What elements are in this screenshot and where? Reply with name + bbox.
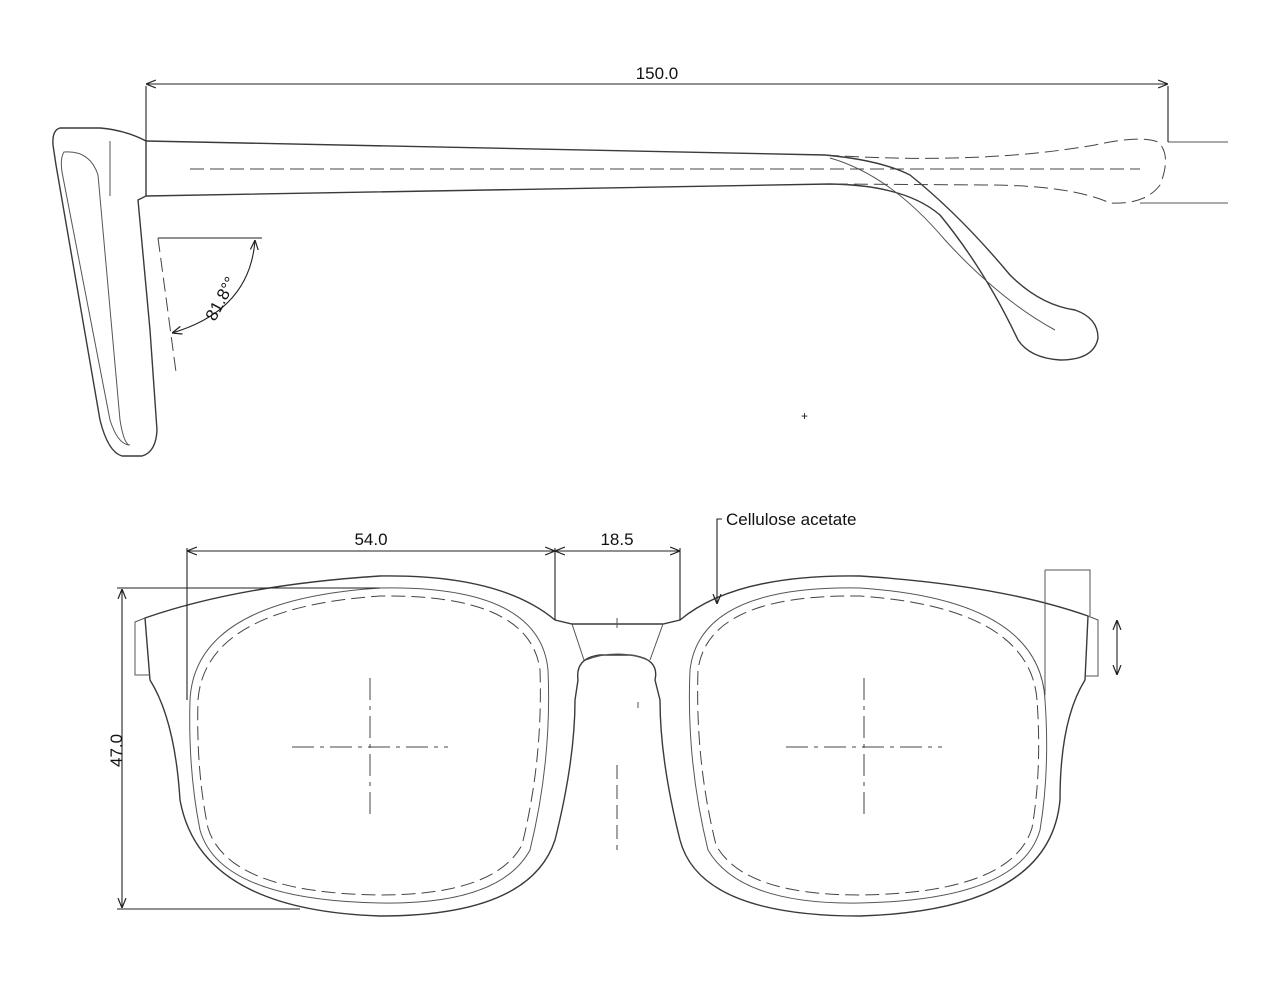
material-callout-leader bbox=[717, 518, 722, 604]
material-callout-label: Cellulose acetate bbox=[726, 510, 856, 529]
right-lens-outline bbox=[688, 587, 1048, 904]
bridge-width-label: 18.5 bbox=[600, 530, 633, 549]
lens-height-label: 47.0 bbox=[107, 734, 126, 767]
side-frame-front bbox=[52, 127, 158, 457]
pantoscopic-angle-label: 81.8°° bbox=[202, 274, 241, 324]
front-view: 54.0 18.5 47.0 Cellulose acetate bbox=[107, 510, 1117, 917]
svg-text:+: + bbox=[801, 409, 808, 423]
temple-length-label: 150.0 bbox=[636, 64, 679, 83]
lens-width-label: 54.0 bbox=[354, 530, 387, 549]
left-lens-outline bbox=[189, 587, 550, 904]
pantoscopic-angle-arc bbox=[172, 240, 255, 333]
side-view: 150.0 81.8°° + bbox=[52, 64, 1228, 457]
side-temple-arm bbox=[145, 140, 1099, 361]
